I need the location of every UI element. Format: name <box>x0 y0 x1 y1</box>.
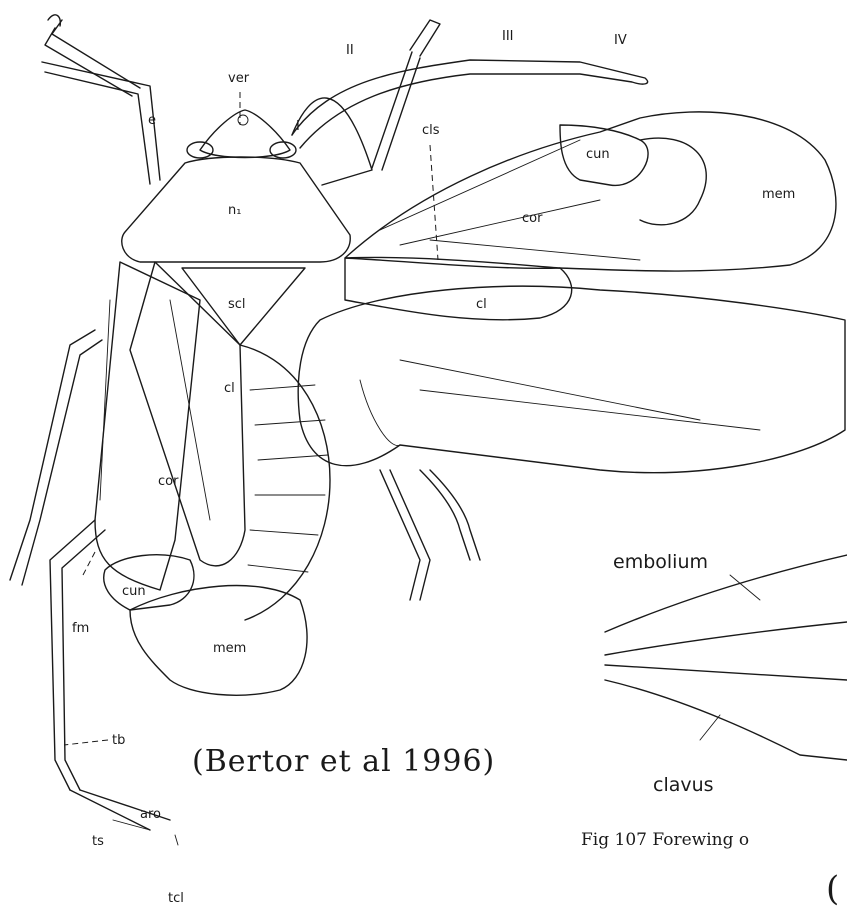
abdomen <box>240 345 330 620</box>
label-n1: n₁ <box>228 204 241 217</box>
label-cor-lower: cor <box>158 475 178 488</box>
label-cun-lower: cun <box>122 585 146 598</box>
label-cl-upper: cl <box>476 298 487 311</box>
label-aro: aro <box>140 808 161 821</box>
label-antenna-II: II <box>346 44 354 57</box>
label-antenna-III: III <box>502 30 514 43</box>
figure-caption: Fig 107 Forewing o <box>581 832 749 849</box>
label-tcl: tcl <box>168 892 184 905</box>
label-scl: scl <box>228 298 246 311</box>
label-ver: ver <box>228 72 249 85</box>
label-fm: fm <box>72 622 89 635</box>
label-cun-upper: cun <box>586 148 610 161</box>
label-ts: ts <box>92 835 104 848</box>
label-mem-upper: mem <box>762 188 795 201</box>
label-antenna-I: I <box>296 120 300 133</box>
antenna-left <box>42 15 160 184</box>
label-cls: cls <box>422 124 440 137</box>
label-cl-lower: cl <box>224 382 235 395</box>
label-antenna-IV: IV <box>614 34 627 47</box>
label-embolium: embolium <box>613 553 708 572</box>
label-cor-upper: cor <box>522 212 542 225</box>
forewing-folded <box>95 262 307 695</box>
label-mem-lower: mem <box>213 642 246 655</box>
label-clavus: clavus <box>653 776 714 795</box>
head <box>187 110 296 158</box>
label-tb: tb <box>112 734 125 747</box>
label-e: e <box>148 114 156 127</box>
credit-handwritten: (Bertor et al 1996) <box>192 747 495 777</box>
caption-cut-paren: ( <box>826 872 839 906</box>
forewing-inset <box>605 555 847 760</box>
hindwing <box>298 286 845 472</box>
